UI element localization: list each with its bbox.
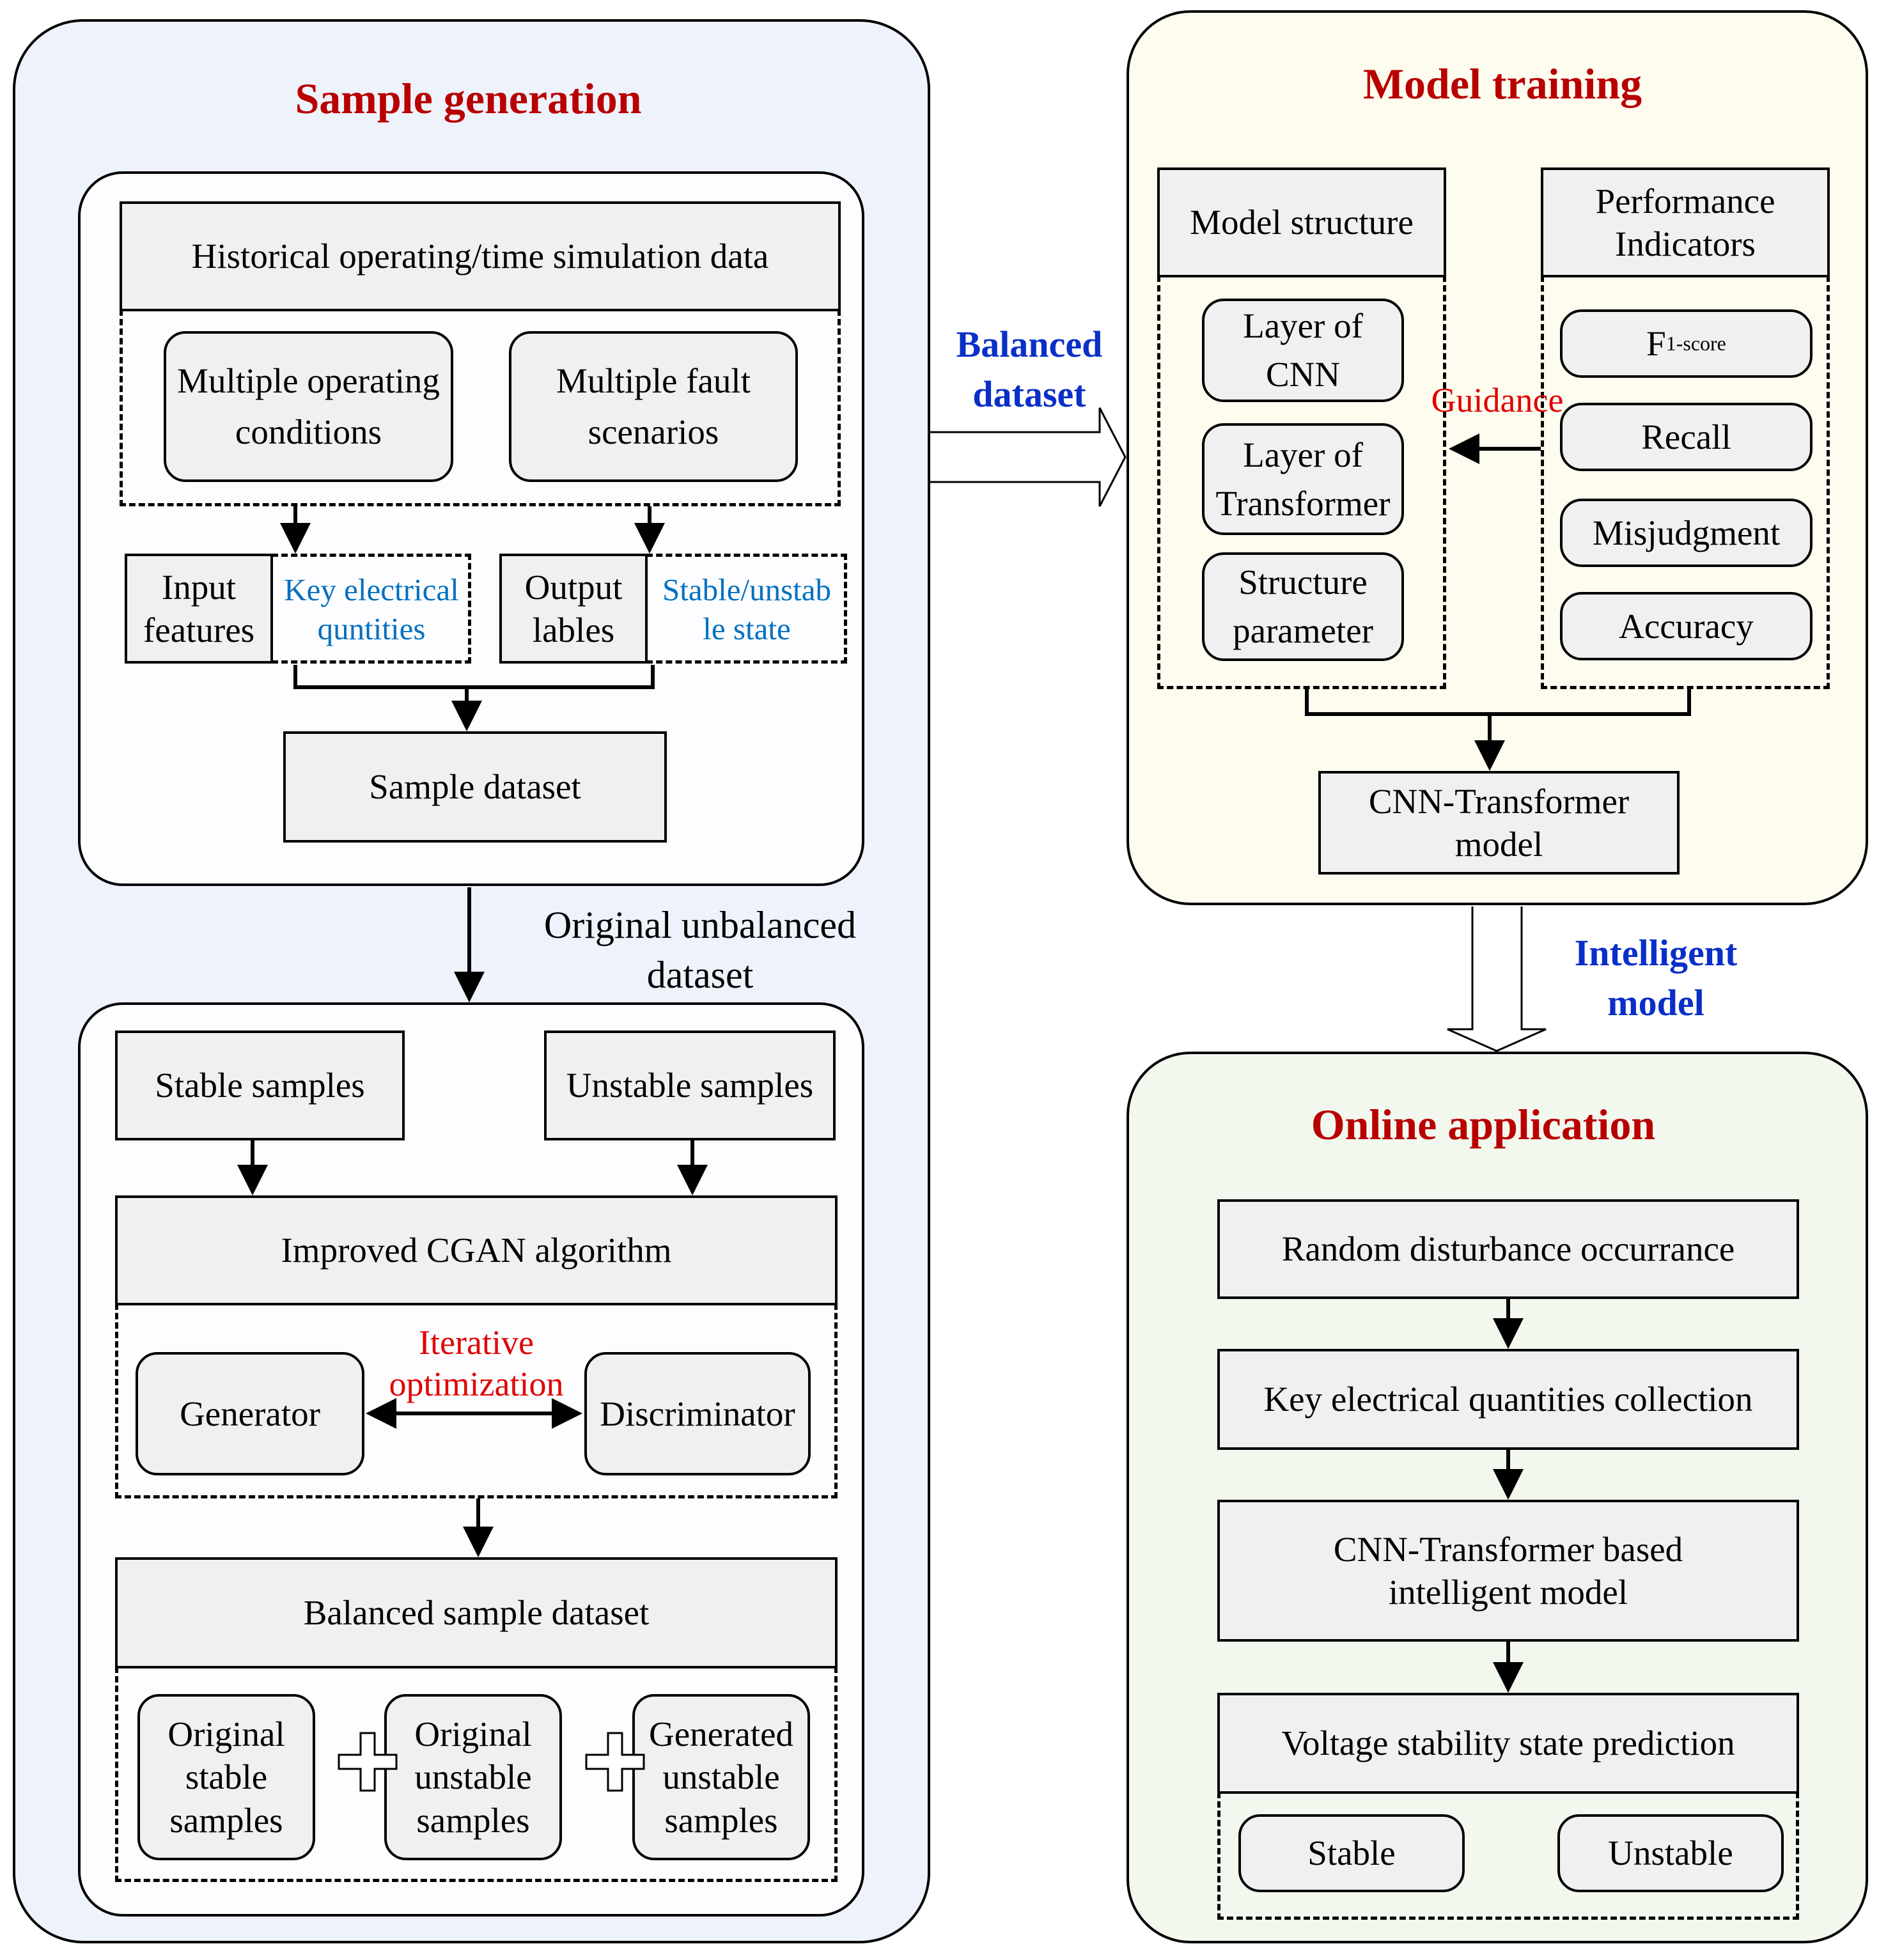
intelligent-model-label: Intelligent model [1574,932,1738,1024]
model-structure-dashed [1157,276,1446,689]
unstable-samples-box: Unstable samples [544,1031,836,1140]
performance-indicators-box: Performance Indicators [1541,167,1830,277]
iterative-optimization-label: Iterative optimization [389,1323,564,1403]
guidance-label: Guidance [1431,381,1564,419]
sample-dataset-box: Sample dataset [283,731,667,843]
cnn-transformer-model-box: CNN-Transformer model [1318,771,1680,875]
generator-box: Generator [136,1352,364,1475]
voltage-prediction-box: Voltage stability state prediction [1217,1693,1799,1794]
key-electrical-label: Key electrical quntities [284,572,459,647]
sample-generation-title: Sample generation [295,74,642,123]
recall-box: Recall [1560,403,1813,471]
balanced-dataset-label: Balanced dataset [956,323,1103,416]
prediction-dashed-group [1217,1792,1799,1920]
discriminator-box: Discriminator [584,1352,811,1475]
layer-transformer-box: Layer of Transformer [1202,423,1404,535]
balanced-sample-dataset-box: Balanced sample dataset [115,1557,838,1668]
output-lables-box: Output lables [499,554,648,664]
stable-samples-box: Stable samples [115,1031,405,1140]
key-collection-box: Key electrical quantities collection [1217,1349,1799,1450]
online-application-title: Online application [1311,1100,1656,1149]
performance-dashed [1541,276,1830,689]
improved-cgan-box: Improved CGAN algorithm [115,1195,838,1305]
random-disturbance-box: Random disturbance occurrance [1217,1199,1799,1299]
original-stable-box: Original stable samples [137,1694,315,1860]
stable-state-dashed [646,554,847,664]
model-training-title: Model training [1362,59,1642,108]
balanced-dataset-arrow [930,407,1127,507]
scenario-dashed-group [120,309,841,506]
model-structure-box: Model structure [1157,167,1446,277]
structure-parameter-box: Structure parameter [1202,552,1404,661]
f1-main: F [1646,323,1666,363]
layer-cnn-box: Layer of CNN [1202,299,1404,402]
intelligent-model-arrow [1447,906,1547,1052]
f1-sub: 1-score [1665,332,1726,355]
cgan-dashed-group [115,1303,838,1498]
original-unbalanced-label: Original unbalanced dataset [543,904,857,996]
multiple-operating-box: Multiple operating conditions [164,331,453,482]
multiple-fault-box: Multiple fault scenarios [509,331,798,482]
unstable-output-box: Unstable [1557,1814,1784,1892]
input-features-box: Input features [125,554,273,664]
historical-data-box: Historical operating/time simulation dat… [120,201,841,311]
key-electrical-dashed [272,554,471,664]
intelligent-model-box: CNN-Transformer based intelligent model [1217,1500,1799,1642]
generated-unstable-box: Generated unstable samples [632,1694,810,1860]
balanced-parts-dashed-group [115,1667,838,1882]
original-unstable-box: Original unstable samples [384,1694,562,1860]
stable-output-box: Stable [1238,1814,1465,1892]
stable-state-label: Stable/unstab le state [662,572,832,647]
misjudgment-box: Misjudgment [1560,499,1813,567]
accuracy-box: Accuracy [1560,592,1813,660]
